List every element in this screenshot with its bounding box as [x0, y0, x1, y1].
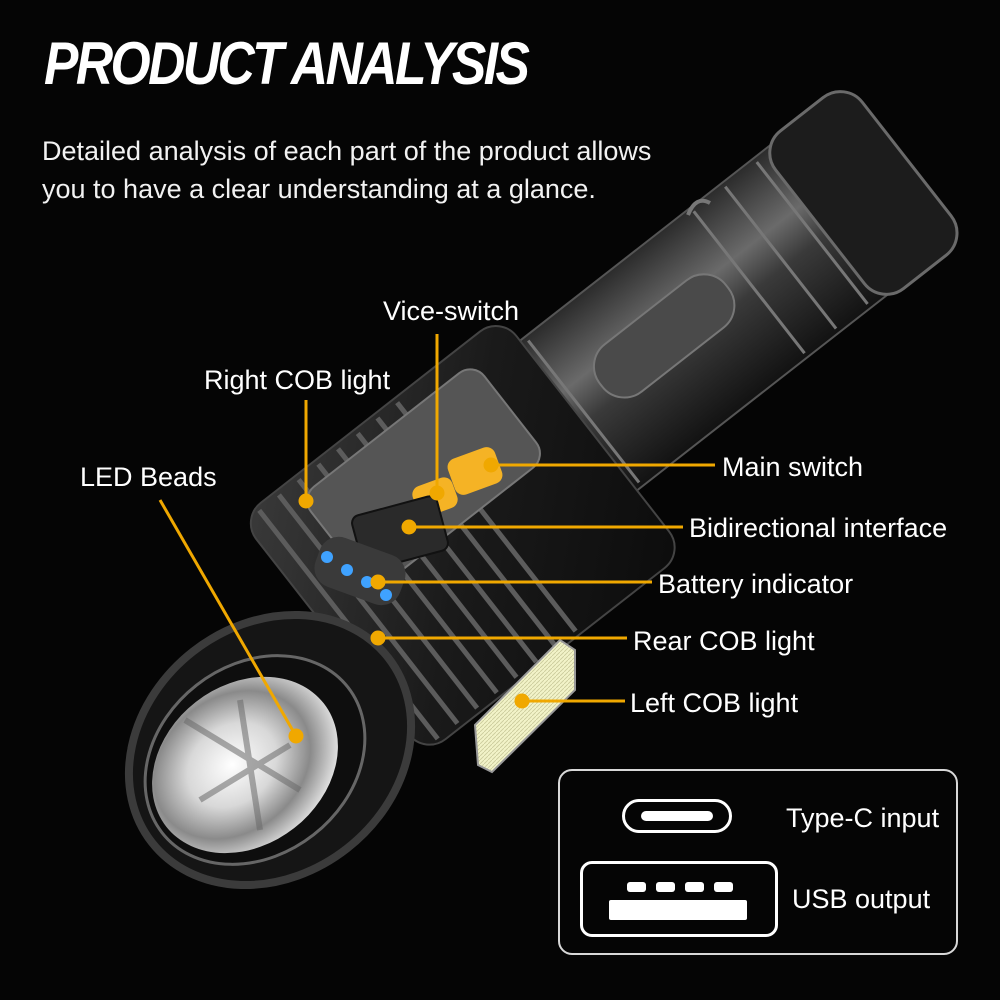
leader-lines	[158, 334, 715, 744]
flashlight-bezel	[124, 610, 416, 890]
usb-output-label: USB output	[792, 884, 931, 914]
callout-rear-cob-light: Rear COB light	[633, 626, 815, 656]
callout-vice-switch: Vice-switch	[383, 296, 520, 326]
callout-led-beads: LED Beads	[80, 462, 217, 492]
battery-led-1	[321, 551, 333, 563]
lanyard-loop	[686, 198, 711, 216]
usb-bar	[609, 900, 747, 920]
flashlight-body	[477, 90, 959, 523]
battery-led-4	[380, 589, 392, 601]
subtitle-line-2: you to have a clear understanding at a g…	[42, 174, 596, 204]
callout-right-cob-light: Right COB light	[204, 365, 391, 395]
ports-legend: Type-C input USB output	[558, 769, 958, 955]
page-subtitle: Detailed analysis of each part of the pr…	[42, 132, 651, 208]
callout-bidirectional-interface: Bidirectional interface	[689, 513, 948, 543]
page-title: PRODUCT ANALYSIS	[44, 30, 530, 97]
callout-battery-indicator: Battery indicator	[658, 569, 854, 599]
battery-led-3	[361, 576, 373, 588]
callout-main-switch: Main switch	[722, 452, 864, 482]
subtitle-line-1: Detailed analysis of each part of the pr…	[42, 136, 652, 166]
usb-a-port-icon	[580, 861, 778, 937]
callout-left-cob-light: Left COB light	[630, 688, 799, 718]
type-c-port-icon	[622, 799, 732, 833]
usb-pins	[627, 882, 733, 892]
battery-led-2	[341, 564, 353, 576]
type-c-label: Type-C input	[786, 803, 940, 833]
